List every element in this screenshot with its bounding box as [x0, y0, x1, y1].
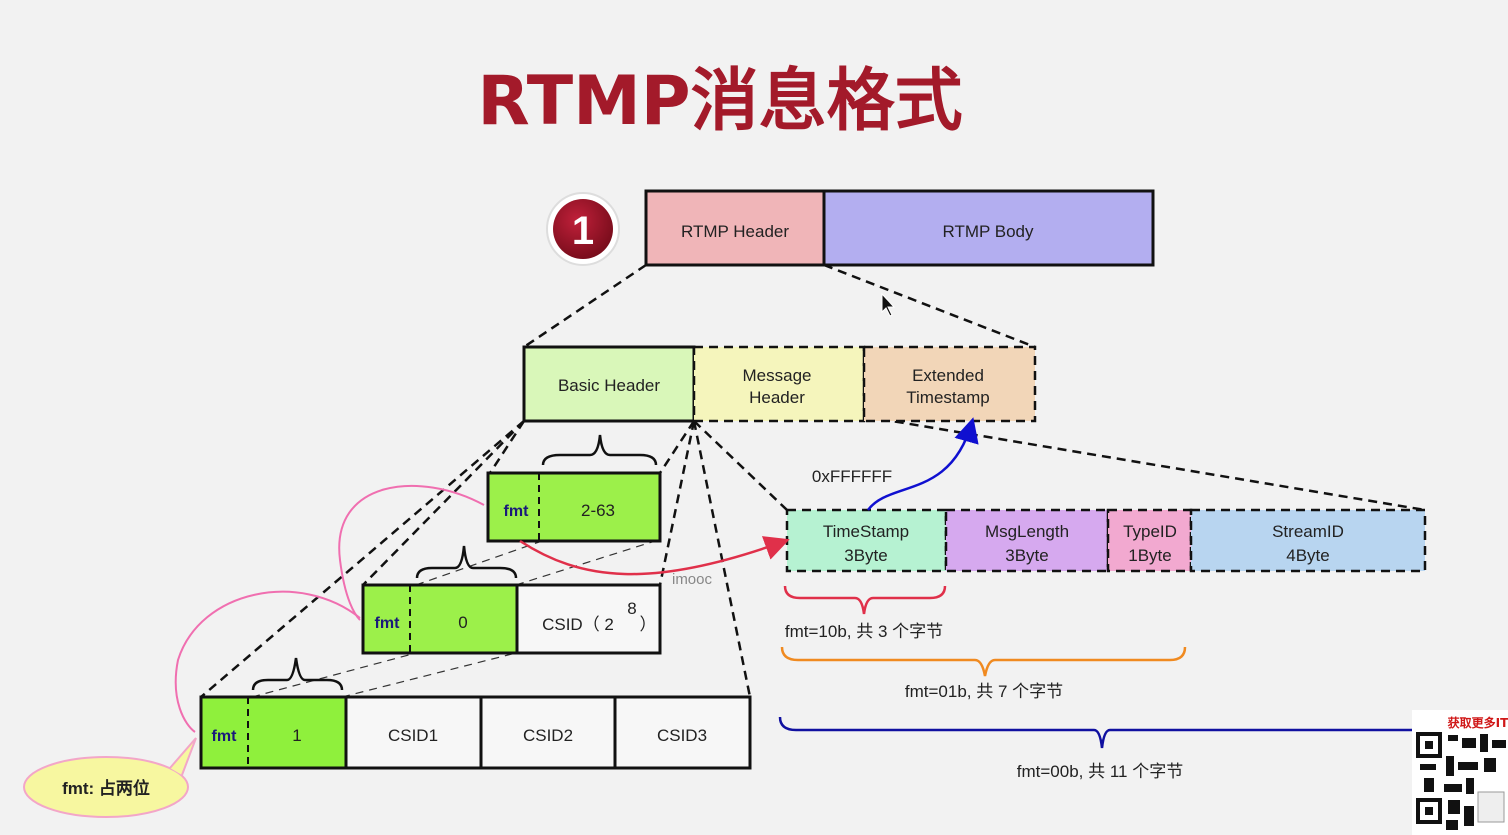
rtmp-header-label: RTMP Header [681, 222, 789, 241]
svg-text:0: 0 [458, 613, 467, 632]
expand-lines [200, 263, 1426, 698]
svg-text:1: 1 [292, 726, 301, 745]
csid-braces [251, 434, 658, 691]
extended-timestamp-label-2: Timestamp [906, 388, 989, 407]
watermark: imooc [672, 571, 713, 588]
fmt10-note: fmt=10b, 共 3 个字节 [785, 622, 943, 641]
svg-text:fmt: fmt [212, 728, 238, 745]
pink-connector-2 [174, 590, 361, 733]
svg-text:fmt: fmt [504, 503, 530, 520]
msglength-field: MsgLength [985, 522, 1069, 541]
extended-timestamp-box [862, 345, 1037, 423]
rtmp-body-box [822, 189, 1155, 267]
page-title: RTMP消息格式 [477, 62, 962, 141]
svg-text:CSID3: CSID3 [657, 726, 707, 745]
pink-connector-1 [338, 484, 485, 621]
svg-text:fmt: fmt [375, 615, 401, 632]
fmt01-brace [780, 646, 1187, 677]
mouse-cursor-icon [881, 292, 896, 317]
svg-text:）: ） [640, 615, 657, 634]
svg-text:3Byte: 3Byte [1005, 546, 1048, 565]
svg-text:3Byte: 3Byte [844, 546, 887, 565]
basic-header-box [522, 345, 696, 423]
svg-text:CSID1: CSID1 [388, 726, 438, 745]
red-arrow [519, 536, 790, 576]
rtmp-header-box [644, 189, 826, 267]
qr-code[interactable]: 获取更多IT [1412, 710, 1508, 835]
thin-expand-lines [251, 540, 656, 698]
timestamp-field: TimeStamp [823, 522, 909, 541]
extended-marker-label: 0xFFFFFF [812, 467, 892, 486]
streamid-field: StreamID [1272, 522, 1344, 541]
svg-text:8: 8 [627, 599, 636, 618]
fmt-callout [23, 756, 189, 818]
svg-text:CSID（ 2: CSID（ 2 [542, 615, 614, 634]
basic-header-label: Basic Header [558, 376, 660, 395]
svg-text:1Byte: 1Byte [1128, 546, 1171, 565]
extended-timestamp-label: Extended [912, 366, 984, 385]
message-header-fields: TimeStamp 3Byte MsgLength 3Byte TypeID 1… [785, 508, 1427, 573]
fmt10-brace [783, 585, 947, 615]
fmt-callout-text: fmt: 占两位 [62, 778, 150, 798]
basic-header-2byte: fmt 0 CSID（ 2 8 ） [361, 583, 662, 655]
svg-text:2-63: 2-63 [581, 501, 615, 520]
svg-text:CSID2: CSID2 [523, 726, 573, 745]
step-badge: 1 [546, 192, 620, 266]
svg-text:1: 1 [572, 209, 594, 253]
message-header-label: Message [743, 366, 812, 385]
fmt00-brace [778, 716, 1420, 749]
svg-text:4Byte: 4Byte [1286, 546, 1329, 565]
basic-header-3byte: fmt 1 CSID1 CSID2 CSID3 [199, 695, 752, 770]
basic-header-1byte: fmt 2-63 [486, 471, 662, 543]
svg-text:获取更多IT: 获取更多IT [1447, 715, 1508, 730]
blue-arrow [866, 417, 979, 511]
typeid-field: TypeID [1123, 522, 1177, 541]
message-header-box [692, 345, 866, 423]
rtmp-body-label: RTMP Body [942, 222, 1034, 241]
fmt01-note: fmt=01b, 共 7 个字节 [905, 682, 1063, 701]
fmt00-note: fmt=00b, 共 11 个字节 [1017, 762, 1183, 781]
message-header-label-2: Header [749, 388, 805, 407]
